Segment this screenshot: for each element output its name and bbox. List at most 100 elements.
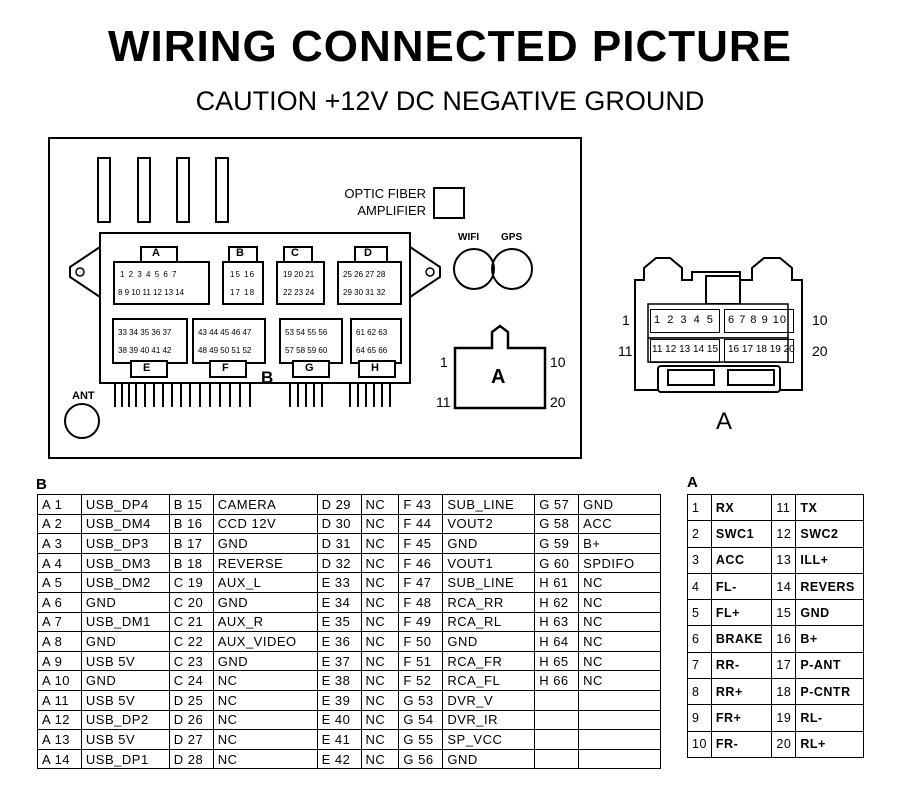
signal-cell: NC — [578, 591, 661, 613]
pin-number-cell: 15 — [771, 599, 797, 627]
pin-number-cell: 7 — [687, 651, 712, 680]
signal-cell: GND — [80, 591, 170, 613]
pin-id-cell: G 58 — [534, 513, 580, 535]
hpin: 17 — [741, 344, 754, 355]
pin-number-cell: 14 — [771, 572, 797, 601]
pin-id-cell: D 32 — [316, 552, 362, 574]
pin-number-cell: 20 — [771, 730, 797, 758]
harness-row1-left — [650, 309, 720, 333]
signal-cell: GND — [442, 533, 536, 554]
connector-c-pins-row2: 22 23 24 — [283, 288, 315, 297]
signal-cell: GND — [442, 748, 536, 770]
connector-h-tab — [358, 360, 396, 378]
caution-subtitle: CAUTION +12V DC NEGATIVE GROUND — [195, 86, 705, 116]
signal-cell: RCA_FL — [442, 670, 536, 691]
pin-id-cell: B 17 — [168, 533, 214, 554]
connector-g-label: G — [305, 362, 314, 374]
signal-cell: NC — [578, 670, 661, 691]
connector-a-label: A — [152, 247, 160, 259]
connector-d-module — [337, 261, 402, 305]
pin-id-cell: F 50 — [398, 631, 444, 652]
signal-cell: GND — [212, 533, 318, 554]
wifi-label: WIFI — [458, 232, 480, 243]
signal-cell: USB_DM2 — [80, 572, 170, 593]
signal-cell: BRAKE — [710, 625, 773, 653]
signal-cell — [578, 689, 661, 711]
connector-f-module — [192, 318, 266, 364]
pin-id-cell: F 48 — [398, 591, 444, 613]
connector-f-tab — [209, 360, 247, 378]
pin-id-cell: A 11 — [37, 689, 82, 711]
connector-b-label: B — [236, 247, 244, 259]
pin-id-cell: C 21 — [168, 611, 214, 633]
harness-pins-row2-right: 16 17 18 19 20 — [728, 344, 795, 355]
harness-pin-10: 10 — [812, 312, 828, 328]
pin-id-cell: F 47 — [398, 572, 444, 593]
hpin: 20 — [783, 344, 795, 355]
pin-id-cell: H 64 — [534, 631, 580, 652]
signal-cell: GND — [795, 599, 864, 627]
harness-pin-20: 20 — [812, 343, 828, 359]
pin-number-cell: 17 — [771, 651, 797, 680]
harness-plug-label: A — [716, 408, 733, 435]
unit-plug-pin-10: 10 — [550, 354, 566, 370]
signal-cell: GND — [578, 494, 661, 515]
page-title: WIRING CONNECTED PICTURE — [108, 22, 792, 71]
connector-e-module — [112, 318, 188, 364]
unit-plug-pin-20: 20 — [550, 394, 566, 410]
signal-cell: NC — [212, 709, 318, 731]
signal-cell: RR+ — [710, 678, 773, 706]
signal-cell: NC — [212, 748, 318, 770]
unit-plug-a-label: A — [491, 366, 506, 388]
connector-c-module — [276, 261, 325, 305]
pin-id-cell: G 55 — [398, 729, 444, 750]
pin-number-cell: 3 — [687, 546, 712, 574]
connector-g-pins-row2: 57 58 59 60 — [285, 346, 328, 355]
connector-e-tab — [130, 360, 168, 378]
pin-id-cell: H 65 — [534, 650, 580, 672]
pin-id-cell: F 44 — [398, 513, 444, 535]
connector-g-tab — [292, 360, 330, 378]
signal-cell: USB_DP1 — [80, 748, 170, 770]
signal-cell: ACC — [578, 513, 661, 535]
table-b-heading: B — [36, 476, 47, 493]
hpin: 15 — [706, 344, 719, 355]
pin-number-cell: 18 — [771, 678, 797, 706]
connector-b-pins-row2: 17 18 — [230, 288, 256, 297]
gps-label: GPS — [501, 232, 523, 243]
connector-d-pins-row2: 29 30 31 32 — [343, 288, 386, 297]
pin-id-cell — [534, 709, 580, 731]
signal-cell: CAMERA — [212, 494, 318, 515]
harness-pins-row2-left: 11 12 13 14 15 — [652, 344, 718, 355]
signal-cell: SWC2 — [795, 520, 864, 548]
signal-cell: NC — [360, 611, 400, 633]
signal-cell: NC — [360, 631, 400, 652]
pin-id-cell: D 26 — [168, 709, 214, 731]
signal-cell: SP_VCC — [442, 729, 536, 750]
signal-cell: DVR_V — [442, 689, 536, 711]
pin-id-cell: E 37 — [316, 650, 362, 672]
pin-id-cell: D 25 — [168, 689, 214, 711]
pin-id-cell: C 23 — [168, 650, 214, 672]
connector-a-pins-row2: 8 9 10 11 12 13 14 — [118, 288, 185, 297]
pin-id-cell: B 18 — [168, 552, 214, 574]
pin-id-cell: B 15 — [168, 494, 214, 515]
connector-a-pins-row1: 1 2 3 4 5 6 7 — [120, 270, 178, 279]
signal-cell: NC — [360, 729, 400, 750]
gps-port-icon — [491, 248, 533, 290]
hpin: 9 — [761, 314, 769, 326]
pin-id-cell: E 35 — [316, 611, 362, 633]
wifi-port-icon — [453, 248, 495, 290]
pin-id-cell: A 9 — [37, 650, 82, 672]
pin-id-cell: D 31 — [316, 533, 362, 554]
signal-cell: AUX_VIDEO — [212, 631, 318, 652]
signal-cell: NC — [360, 572, 400, 593]
pin-id-cell: F 49 — [398, 611, 444, 633]
